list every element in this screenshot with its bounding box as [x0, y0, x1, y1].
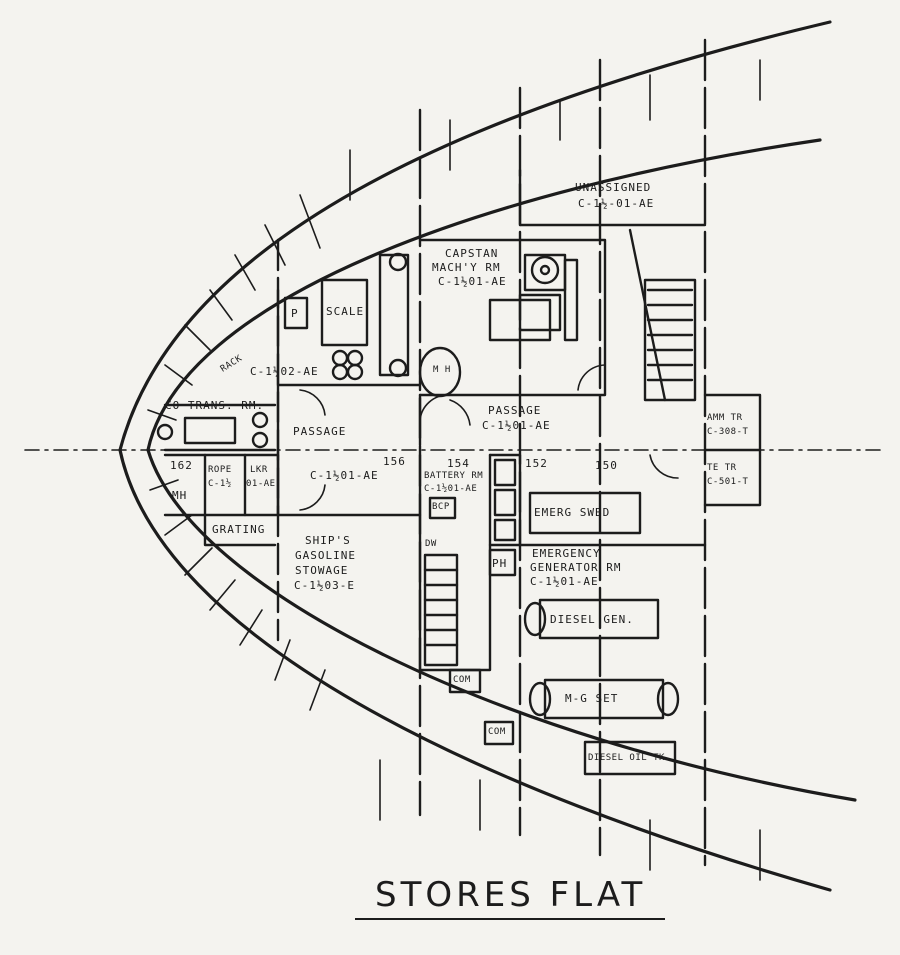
generator-rm-label: GENERATOR RM — [530, 561, 622, 574]
frame-152: 152 — [525, 457, 548, 470]
te-tr-code: C-501-T — [707, 477, 749, 487]
frame-150: 150 — [595, 459, 618, 472]
gasoline-label: GASOLINE — [295, 549, 356, 562]
grating-label: GRATING — [212, 523, 266, 536]
dw-label: DW — [425, 539, 437, 549]
door-swings — [299, 364, 679, 511]
bcp-label: BCP — [432, 502, 450, 512]
manhole-label-1: M H — [433, 365, 451, 375]
capstan-code: C-1½01-AE — [438, 275, 507, 288]
title-underline — [355, 918, 665, 920]
te-tr-label: TE TR — [707, 463, 737, 473]
capstan-label: CAPSTAN — [445, 247, 499, 260]
rope-code: C-1½ — [208, 479, 232, 489]
manhole-label-2: MH — [172, 489, 188, 502]
diesel-gen-label: DIESEL GEN. — [550, 613, 634, 626]
capstan-mach-label: MACH'Y RM — [432, 261, 501, 274]
ships-label: SHIP'S — [305, 534, 351, 547]
stowage-label: STOWAGE — [295, 564, 349, 577]
amm-tr-label: AMM TR — [707, 413, 743, 423]
emerg-swbd-label: EMERG SWBD — [534, 506, 611, 519]
passage-right-code: C-1½01-AE — [482, 419, 551, 432]
drawing-title: STORES FLAT — [375, 875, 647, 915]
stowage-code: C-1½03-E — [294, 579, 355, 592]
diesel-oil-tk-label: DIESEL OIL TK — [588, 753, 665, 763]
mg-set-label: M-G SET — [565, 692, 619, 705]
com-label-2: COM — [488, 727, 506, 737]
com-label-1: COM — [453, 675, 471, 685]
passage-right-label: PASSAGE — [488, 404, 542, 417]
unassigned-code: C-1½-01-AE — [578, 197, 655, 210]
scale-label: SCALE — [326, 305, 365, 318]
co-trans-label: CO TRANS. RM. — [165, 399, 265, 412]
frame-156: 156 — [383, 455, 406, 468]
rope-label: ROPE — [208, 465, 232, 475]
c102-label: C-1½02-AE — [250, 365, 319, 378]
emergency-label: EMERGENCY — [532, 547, 601, 560]
ph-label: PH — [492, 557, 508, 570]
lkr-code: 01-AE — [246, 479, 276, 489]
equipment — [156, 228, 697, 776]
passage-left-code: C-1½01-AE — [310, 469, 379, 482]
frame-162: 162 — [170, 459, 193, 472]
hull-ticks — [147, 194, 326, 711]
battery-rm-code: C-1½01-AE — [424, 484, 478, 494]
battery-rm-label: BATTERY RM — [424, 471, 484, 481]
p-label: P — [291, 307, 299, 320]
lkr-label: LKR — [250, 465, 268, 475]
unassigned-label: UNASSIGNED — [575, 181, 652, 194]
compartment-walls — [163, 168, 762, 672]
amm-tr-code: C-308-T — [707, 427, 749, 437]
passage-left-label: PASSAGE — [293, 425, 347, 438]
generator-rm-code: C-1½01-AE — [530, 575, 599, 588]
frame-154: 154 — [447, 457, 470, 470]
